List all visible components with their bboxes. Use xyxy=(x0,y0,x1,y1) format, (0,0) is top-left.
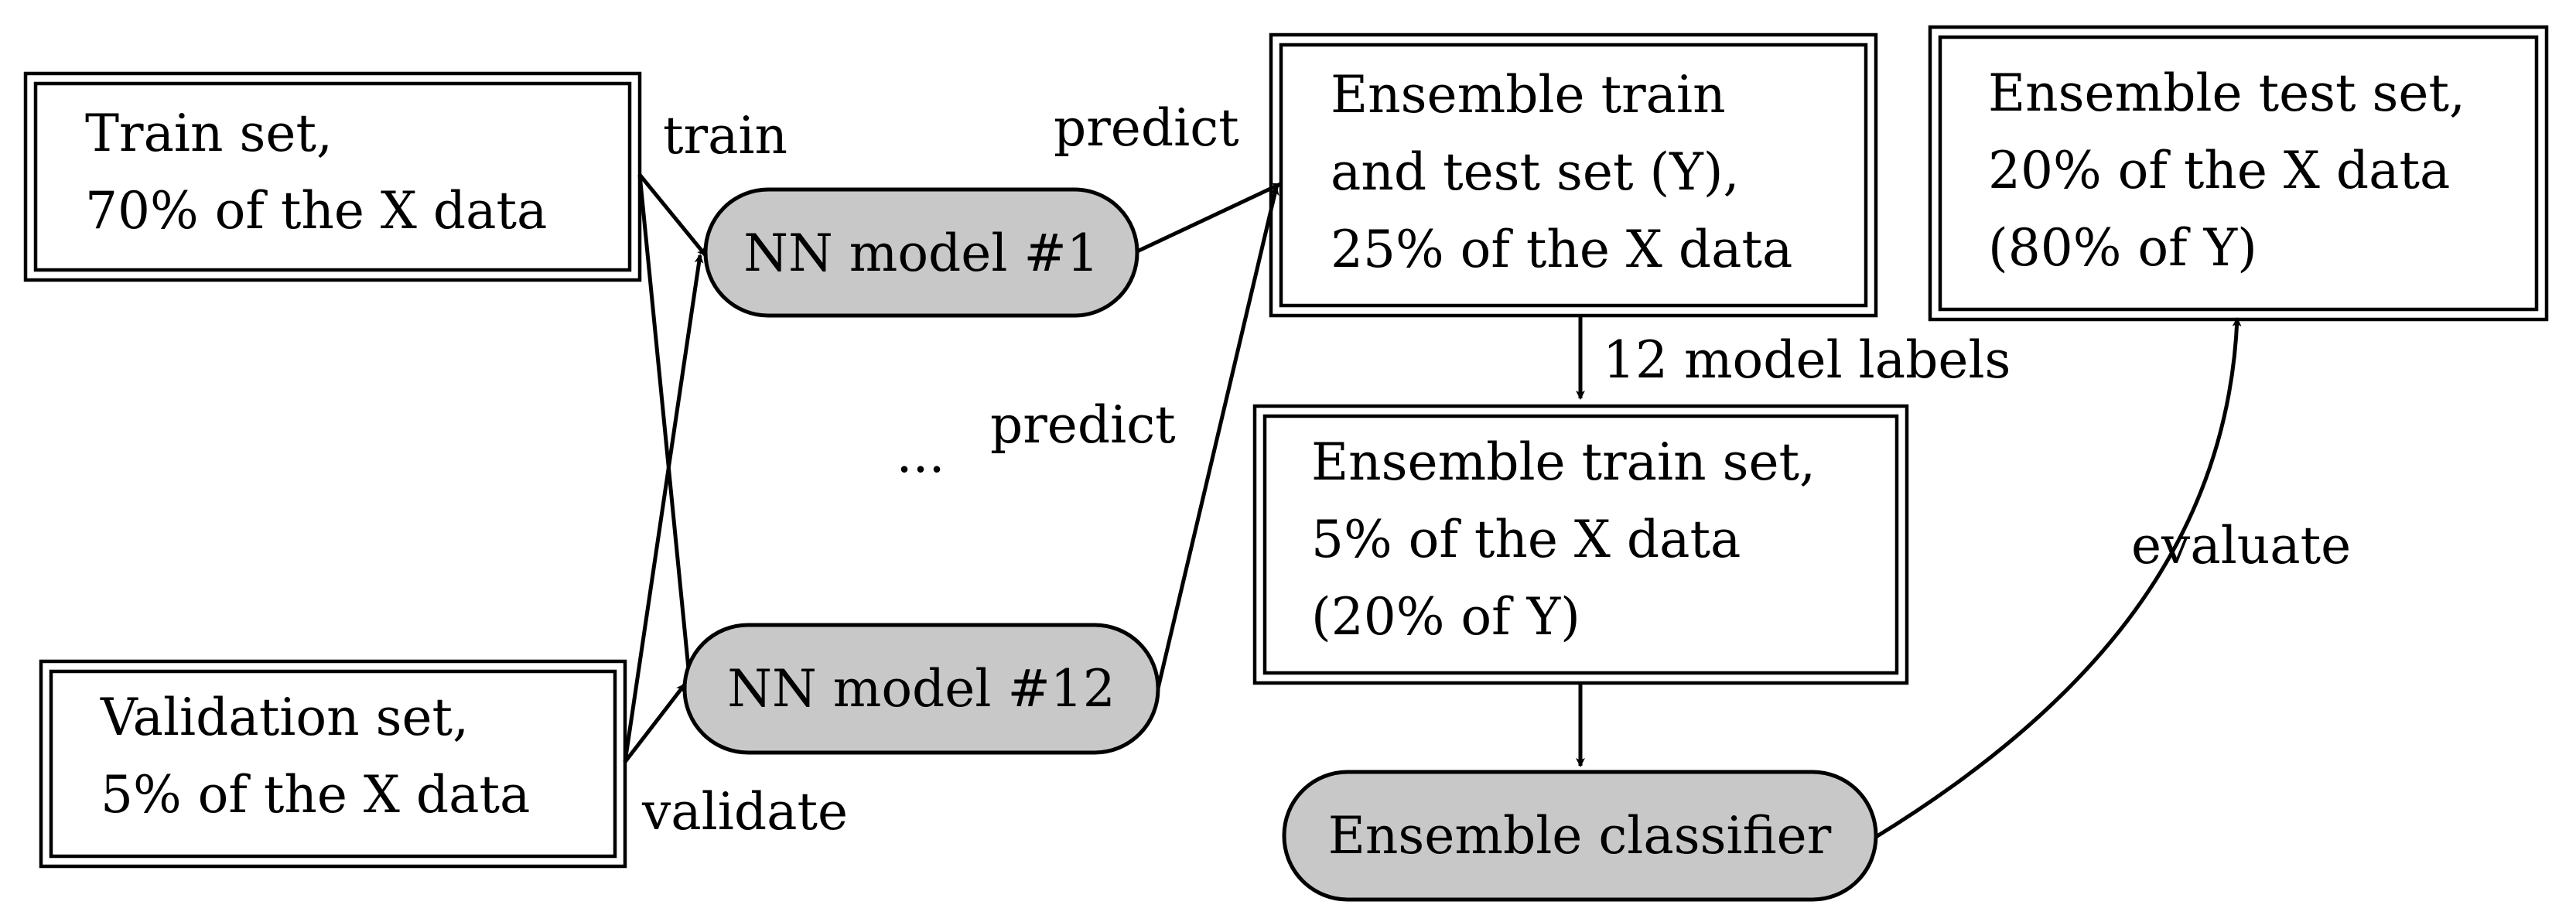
edges xyxy=(623,173,2242,839)
validation-set-line2: 5% of the X data xyxy=(101,765,530,825)
validation-set-line1: Validation set, xyxy=(100,688,469,747)
ensemble-train-test-box: Ensemble train and test set (Y), 25% of … xyxy=(1269,32,1878,318)
ensemble-train-line1: Ensemble train set, xyxy=(1311,432,1816,492)
edge-validation-to-model12 xyxy=(624,683,686,763)
edge-classifier-to-ensemble-test xyxy=(1874,317,2242,839)
edge-label-predict-bottom: predict xyxy=(990,395,1176,455)
nn-model-1-node: NN model #1 xyxy=(703,187,1139,318)
edge-model12-to-ensemble-train-test xyxy=(1156,186,1279,689)
ellipsis-text: ... xyxy=(897,425,945,484)
ensemble-train-test-line3: 25% of the X data xyxy=(1331,220,1792,279)
validation-set-box: Validation set, 5% of the X data xyxy=(39,659,627,869)
edge-label-evaluate: evaluate xyxy=(2131,516,2351,575)
ensemble-train-test-line1: Ensemble train xyxy=(1331,65,1726,125)
edge-label-train: train xyxy=(663,106,787,166)
ensemble-classifier-node: Ensemble classifier xyxy=(1282,770,1878,902)
edge-label-validate: validate xyxy=(641,782,848,842)
ensemble-classifier-label: Ensemble classifier xyxy=(1328,806,1832,866)
ensemble-test-box: Ensemble test set, 20% of the X data (80… xyxy=(1928,25,2549,322)
edge-label-predict-top: predict xyxy=(1054,98,1239,158)
ensemble-train-test-line2: and test set (Y), xyxy=(1331,142,1740,202)
ensemble-test-line3: (80% of Y) xyxy=(1988,218,2257,278)
ensemble-train-box: Ensemble train set, 5% of the X data (20… xyxy=(1252,404,1909,685)
ensemble-train-line3: (20% of Y) xyxy=(1311,587,1580,647)
edge-validation-to-model1 xyxy=(623,254,704,763)
nn-model-12-label: NN model #12 xyxy=(727,659,1115,719)
edge-label-model-labels: 12 model labels xyxy=(1603,330,2011,390)
train-set-box: Train set, 70% of the X data xyxy=(23,71,642,282)
train-set-line1: Train set, xyxy=(85,104,333,163)
ensemble-train-line2: 5% of the X data xyxy=(1311,510,1741,569)
edge-train-to-model12 xyxy=(637,174,694,686)
edge-model1-to-ensemble-train-test xyxy=(1136,182,1282,254)
nn-model-12-node: NN model #12 xyxy=(682,623,1160,755)
ensemble-test-line1: Ensemble test set, xyxy=(1988,63,2465,123)
edge-train-to-model1 xyxy=(638,173,707,257)
ensemble-test-line2: 20% of the X data xyxy=(1988,141,2450,200)
nn-model-1-label: NN model #1 xyxy=(743,224,1099,283)
train-set-line2: 70% of the X data xyxy=(85,181,547,241)
